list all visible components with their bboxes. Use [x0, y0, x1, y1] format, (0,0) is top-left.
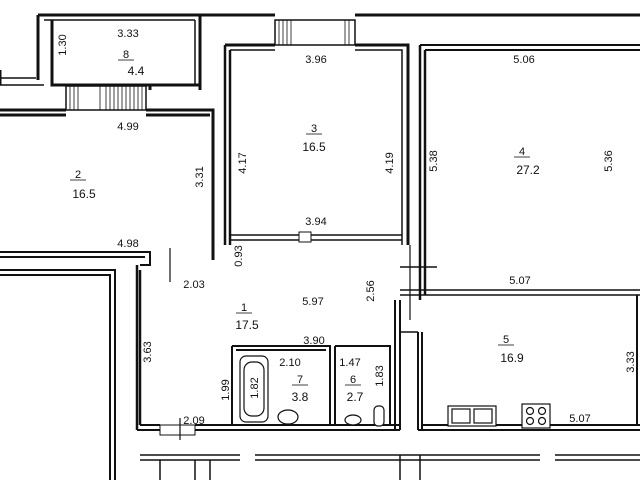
stove-icon [521, 403, 551, 429]
dim-r8-bottom: 4.99 [117, 121, 138, 133]
room-1-area: 17.5 [235, 318, 259, 332]
dim-r1-width: 5.97 [302, 296, 323, 308]
dim-r5-top: 5.07 [509, 275, 530, 287]
room-2-number: 2 [75, 169, 81, 181]
room-4-area: 27.2 [516, 163, 540, 177]
dim-r2-bottom: 4.98 [117, 238, 138, 250]
dim-bottom-left: 2.09 [183, 415, 204, 427]
door-markers [169, 245, 411, 440]
room-7-number: 7 [297, 374, 303, 386]
dim-r3-bottom: 3.94 [305, 216, 326, 228]
dim-r4-top: 5.06 [513, 54, 534, 66]
room-8-area: 4.4 [128, 64, 145, 78]
room-1-number: 1 [241, 302, 247, 314]
dim-r5-bottom: 5.07 [569, 413, 590, 425]
dim-hall-c: 2.56 [365, 280, 377, 301]
dim-r7-tub: 1.82 [249, 377, 261, 398]
dim-hall-a: 0.93 [233, 245, 245, 266]
room-3-area: 16.5 [302, 140, 326, 154]
dim-r4-left: 5.38 [428, 150, 440, 171]
fixtures [239, 355, 551, 429]
dim-r6-width: 1.47 [339, 357, 360, 369]
dim-r3-right: 4.19 [384, 152, 396, 173]
dim-r2-right: 3.31 [194, 166, 206, 187]
dim-r7-width: 2.10 [279, 357, 300, 369]
dim-hall-b: 2.03 [183, 279, 204, 291]
toilet-icon [344, 414, 362, 426]
room-8-number: 8 [123, 49, 129, 61]
room-6-area: 2.7 [347, 390, 364, 404]
dim-r3-top: 3.96 [305, 54, 326, 66]
room-2-area: 16.5 [72, 187, 96, 201]
room-labels: 8 4.4 2 16.5 3 16.5 4 27.2 1 17.5 5 16.9… [72, 49, 540, 404]
dim-r8-width: 3.33 [117, 28, 138, 40]
dimensions: 3.33 1.30 4.99 3.96 4.17 4.19 3.94 5.06 … [57, 28, 637, 427]
dim-r4-right: 5.36 [603, 150, 615, 171]
dim-r3-left: 4.17 [237, 152, 249, 173]
dim-r6-height: 1.83 [374, 365, 386, 386]
dim-r7-height: 1.99 [220, 379, 232, 400]
room-6-number: 6 [350, 374, 356, 386]
dim-r8-height: 1.30 [57, 34, 69, 55]
room-5-area: 16.9 [500, 351, 524, 365]
room-7-area: 3.8 [292, 390, 309, 404]
dim-r1-bath-top: 3.90 [303, 335, 324, 347]
room-3-number: 3 [311, 123, 317, 135]
room-4-number: 4 [519, 146, 525, 158]
walls [0, 13, 640, 480]
washbasin-icon [277, 409, 299, 425]
room-5-number: 5 [503, 334, 509, 346]
dim-r1-height: 3.63 [142, 341, 154, 362]
dim-r5-right: 3.33 [625, 351, 637, 372]
